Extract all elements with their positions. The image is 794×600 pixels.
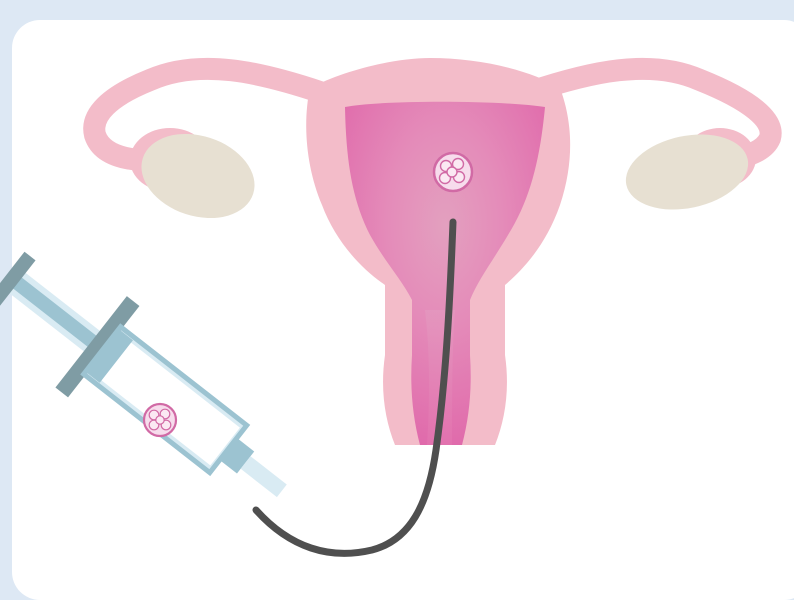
- embryo-icon: [434, 153, 472, 191]
- syringe-icon: [0, 230, 318, 537]
- uterus-icon: [306, 58, 570, 445]
- embryo-transfer-illustration: [0, 0, 794, 560]
- ovary-left-icon: [130, 120, 266, 232]
- ovary-right-icon: [619, 124, 756, 220]
- syringe-embryo-icon: [144, 404, 176, 436]
- ivf-illustration-canvas: [0, 0, 794, 560]
